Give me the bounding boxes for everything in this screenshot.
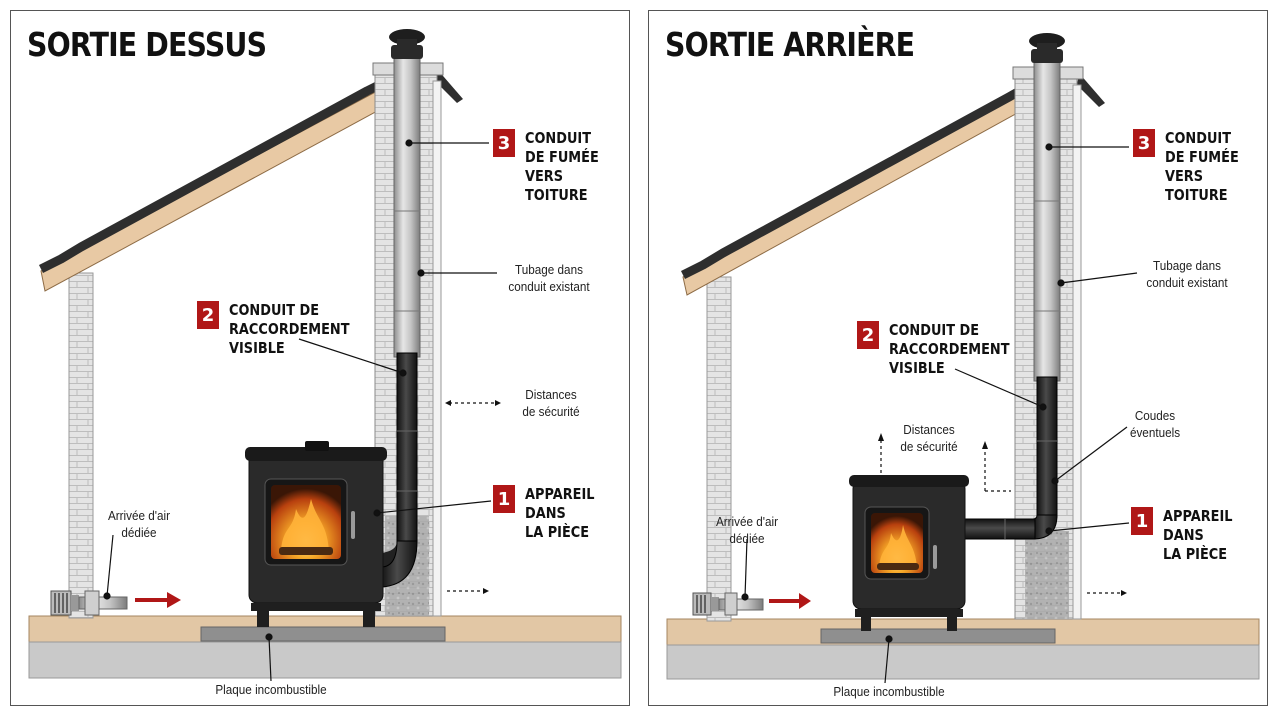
callout-line: VISIBLE <box>889 359 945 377</box>
callout-line: VISIBLE <box>229 339 285 357</box>
callout-line: RACCORDEMENT <box>889 340 1010 358</box>
callout-line: LA PIÈCE <box>1163 545 1228 563</box>
roof <box>38 69 463 292</box>
flame-icon <box>879 525 917 567</box>
panel-sortie-arriere: SORTIE ARRIÈRE 3 CONDUIT DE FUMÉE VERS T… <box>648 10 1268 706</box>
callout-line: CONDUIT <box>525 129 592 147</box>
callout-line: DANS <box>525 504 566 522</box>
air-vent-icon <box>50 590 128 616</box>
note-arrivee-air: Arrivée d'air dédiée <box>94 507 184 541</box>
note-line: dédiée <box>121 525 157 540</box>
flame-icon <box>281 499 329 551</box>
callout-badge: 1 <box>1131 507 1153 535</box>
callout-2-conduit-raccordement: 2 CONDUIT DE RACCORDEMENT VISIBLE <box>857 321 1029 378</box>
callout-badge: 1 <box>493 485 515 513</box>
callout-badge: 3 <box>493 129 515 157</box>
panel-title: SORTIE DESSUS <box>27 25 267 64</box>
note-plaque: Plaque incombustible <box>199 681 343 698</box>
note-plaque: Plaque incombustible <box>817 683 961 700</box>
callout-text: CONDUIT DE RACCORDEMENT VISIBLE <box>889 321 1010 378</box>
note-line: Arrivée d'air <box>715 514 779 529</box>
diagram-sortie-arriere <box>666 33 1260 684</box>
panel-title: SORTIE ARRIÈRE <box>665 25 915 64</box>
callout-line: TOITURE <box>525 186 588 204</box>
callout-line: VERS <box>1165 167 1204 185</box>
callout-badge: 2 <box>197 301 219 329</box>
callout-line: DE FUMÉE <box>525 148 599 166</box>
air-vent-icon <box>692 592 764 616</box>
callout-line: VERS <box>525 167 564 185</box>
note-line: Plaque incombustible <box>833 684 945 699</box>
stove <box>200 441 446 642</box>
diagram-sortie-dessus <box>28 29 622 682</box>
note-line: Arrivée d'air <box>107 508 171 523</box>
callout-line: TOITURE <box>1165 186 1228 204</box>
note-line: de sécurité <box>522 404 580 419</box>
note-coudes: Coudes éventuels <box>1119 407 1191 441</box>
callout-line: CONDUIT DE <box>889 321 980 339</box>
note-arrivee-air: Arrivée d'air dédiée <box>702 513 792 547</box>
callout-2-conduit-raccordement: 2 CONDUIT DE RACCORDEMENT VISIBLE <box>197 301 369 358</box>
callout-3-conduit-fumee: 3 CONDUIT DE FUMÉE VERS TOITURE <box>493 129 611 205</box>
note-line: Distances <box>525 387 577 402</box>
note-line: Tubage dans <box>515 262 583 277</box>
panel-sortie-dessus: SORTIE DESSUS 3 CONDUIT DE FUMÉE VERS TO… <box>10 10 630 706</box>
callout-text: APPAREIL DANS LA PIÈCE <box>525 485 594 542</box>
note-distances: Distances de sécurité <box>884 421 974 455</box>
callout-line: APPAREIL <box>525 485 595 503</box>
callout-line: LA PIÈCE <box>525 523 590 541</box>
callout-text: CONDUIT DE FUMÉE VERS TOITURE <box>525 129 599 205</box>
callout-badge: 2 <box>857 321 879 349</box>
callout-text: APPAREIL DANS LA PIÈCE <box>1163 507 1232 564</box>
callout-1-appareil: 1 APPAREIL DANS LA PIÈCE <box>1131 507 1244 564</box>
callout-text: CONDUIT DE FUMÉE VERS TOITURE <box>1165 129 1239 205</box>
note-line: Coudes <box>1134 408 1176 423</box>
callout-line: RACCORDEMENT <box>229 320 350 338</box>
callout-line: APPAREIL <box>1163 507 1233 525</box>
callout-line: DANS <box>1163 526 1204 544</box>
roof <box>680 73 1105 296</box>
note-distances: Distances de sécurité <box>506 386 596 420</box>
note-line: Plaque incombustible <box>215 682 327 697</box>
note-line: conduit existant <box>1146 275 1228 290</box>
arrow-right-icon <box>769 593 811 609</box>
note-line: éventuels <box>1129 425 1181 440</box>
note-line: Tubage dans <box>1153 258 1221 273</box>
note-line: dédiée <box>729 531 765 546</box>
note-line: conduit existant <box>508 279 590 294</box>
note-line: Distances <box>903 422 955 437</box>
stove <box>820 475 1056 644</box>
callout-3-conduit-fumee: 3 CONDUIT DE FUMÉE VERS TOITURE <box>1133 129 1251 205</box>
arrow-right-icon <box>135 592 181 608</box>
note-line: de sécurité <box>900 439 958 454</box>
callout-1-appareil: 1 APPAREIL DANS LA PIÈCE <box>493 485 606 542</box>
callout-line: DE FUMÉE <box>1165 148 1239 166</box>
callout-text: CONDUIT DE RACCORDEMENT VISIBLE <box>229 301 350 358</box>
note-tubage: Tubage dans conduit existant <box>495 261 603 295</box>
callout-line: CONDUIT <box>1165 129 1232 147</box>
callout-badge: 3 <box>1133 129 1155 157</box>
callout-line: CONDUIT DE <box>229 301 320 319</box>
note-tubage: Tubage dans conduit existant <box>1133 257 1241 291</box>
